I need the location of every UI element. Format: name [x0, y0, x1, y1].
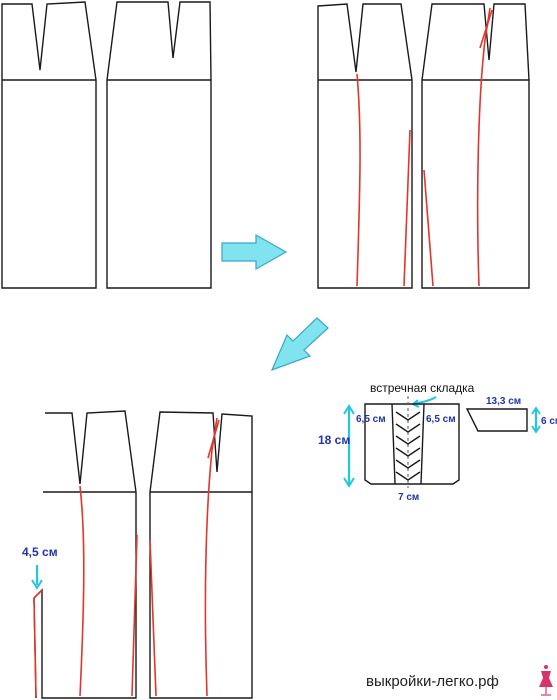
front-modeling-line-3 [79, 485, 85, 697]
front-side-line [403, 129, 411, 287]
pocket-fold-left [391, 403, 396, 485]
back-dart-line-3 [207, 419, 220, 459]
pocket-fold-right [420, 403, 425, 485]
stage-1-base-pattern [1, 1, 212, 289]
back-modeling-line [476, 7, 491, 287]
watermark: выкройки-легко.рф [366, 665, 553, 696]
stage-3-final-pattern: 4,5 см [22, 410, 253, 699]
waistband-detail: 13,3 см 6 см [465, 396, 557, 434]
pocket-outline [364, 403, 460, 485]
back-panel-outline [106, 1, 212, 289]
pocket-detail: встречная складка 6,5 см 6,5 см 18 см 7 … [318, 381, 475, 503]
waistband-height-label: 6 см [541, 416, 557, 427]
waistband-width-label: 13,3 см [486, 396, 521, 407]
back-panel-outline-2 [421, 3, 530, 289]
pocket-right-top-label: 6,5 см [426, 414, 456, 425]
arrow-down-left-icon [270, 317, 329, 372]
back-dart-line [479, 9, 493, 49]
dress-form-icon [539, 665, 553, 696]
front-panel-outline [1, 1, 97, 289]
pocket-chevrons [395, 411, 421, 481]
back-side-line [423, 169, 434, 287]
back-modeling-line-3 [204, 417, 218, 697]
waistband-height-arrowhead-bottom [531, 425, 541, 434]
waistband-height-arrowhead-top [531, 406, 541, 415]
pocket-height-label: 18 см [318, 433, 350, 447]
pocket-height-arrowhead-bottom [343, 477, 355, 488]
front-panel-outline-2 [317, 3, 413, 289]
arrow-right-icon [221, 233, 288, 271]
watermark-text: выкройки-легко.рф [366, 673, 499, 690]
slit-line [33, 589, 43, 697]
pocket-left-top-label: 6,5 см [356, 414, 386, 425]
waistband-outline [465, 408, 528, 432]
stage-2-modeled-pattern [317, 3, 530, 289]
slit-offset-label: 4,5 см [22, 545, 58, 559]
fold-title: встречная складка [370, 381, 475, 395]
front-side-line-3 [131, 534, 138, 697]
pocket-height-arrowhead-top [343, 404, 355, 415]
back-side-line-3 [149, 539, 157, 697]
front-modeling-line [356, 73, 361, 287]
back-panel-outline-3 [149, 411, 253, 699]
slit-measure-arrowhead [31, 579, 43, 590]
pocket-bottom-label: 7 см [398, 492, 419, 503]
